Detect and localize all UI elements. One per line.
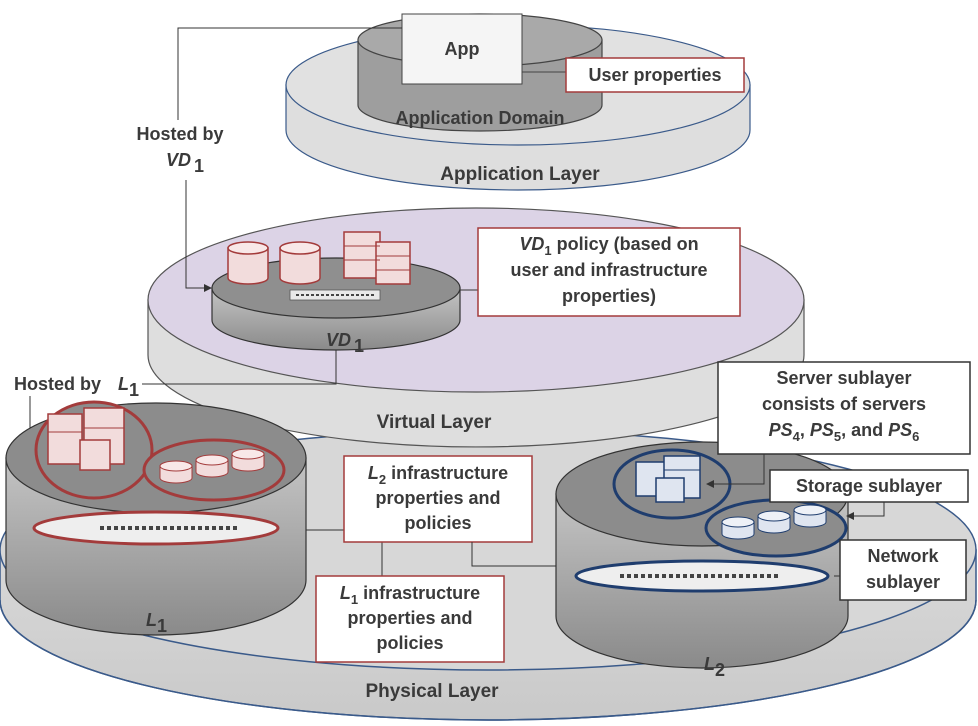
connector-l2-props bbox=[471, 542, 566, 567]
l1-server-sublayer bbox=[34, 400, 154, 500]
l1-props-line3: policies bbox=[376, 633, 443, 653]
l1-props-box bbox=[315, 575, 505, 663]
user-properties-label: User properties bbox=[588, 65, 721, 85]
l2-network-sublayer bbox=[574, 559, 830, 593]
svg-text:Hosted by: Hosted by bbox=[14, 374, 101, 394]
l2-props-line2: properties and bbox=[375, 488, 500, 508]
network-sublayer-line2: sublayer bbox=[866, 572, 940, 592]
virtual-layer-label: Virtual Layer bbox=[377, 412, 492, 433]
connector-storage-sublayer bbox=[852, 502, 885, 517]
vd1-policy-box bbox=[477, 227, 741, 317]
application-layer-label: Application Layer bbox=[440, 164, 600, 185]
vd1-policy-line3: properties) bbox=[562, 286, 656, 306]
arrow-head-vd1 bbox=[204, 284, 212, 292]
l2-var: L bbox=[704, 654, 715, 674]
server-sublayer-line2: consists of servers bbox=[762, 394, 926, 414]
svg-text:L: L bbox=[118, 374, 129, 394]
vd1-server-icons bbox=[343, 231, 411, 285]
user-properties-box bbox=[565, 57, 745, 93]
server-sublayer-line1: Server sublayer bbox=[776, 368, 911, 388]
l2-sub: 2 bbox=[715, 660, 725, 680]
storage-sublayer-box bbox=[769, 469, 969, 503]
vd1-policy-line1: VD1 policy (based on bbox=[519, 234, 698, 258]
connector-hosted-vd1-arrow bbox=[185, 180, 206, 289]
vd1-sub: 1 bbox=[354, 336, 364, 356]
l1-network-sublayer bbox=[32, 510, 280, 546]
hosted-by-vd1-label: Hosted by bbox=[136, 124, 223, 144]
l2-props-box bbox=[343, 455, 533, 543]
svg-text:1: 1 bbox=[129, 380, 139, 400]
storage-sublayer-label: Storage sublayer bbox=[796, 476, 942, 496]
l2-props-line3: policies bbox=[404, 513, 471, 533]
connector-server-sublayer bbox=[712, 454, 765, 485]
physical-layer-label: Physical Layer bbox=[365, 681, 499, 702]
l1-props-line2: properties and bbox=[347, 608, 472, 628]
arrow-head-server bbox=[706, 480, 714, 488]
server-sublayer-box bbox=[717, 361, 971, 455]
vd1-network-switch bbox=[289, 289, 381, 301]
hosted-by-vd1-var: VD bbox=[166, 150, 191, 170]
network-sublayer-line1: Network bbox=[867, 546, 939, 566]
vd1-storage-icons bbox=[227, 241, 321, 285]
hosted-by-vd1-sub: 1 bbox=[194, 156, 204, 176]
l2-props-line1: L2 infrastructure bbox=[368, 463, 508, 487]
l2-server-sublayer bbox=[612, 448, 732, 520]
vd1-var: VD bbox=[326, 330, 351, 350]
app-label: App bbox=[445, 39, 480, 59]
network-sublayer-box bbox=[839, 539, 967, 601]
hosted-by-l1-label: Hosted by L 1 bbox=[14, 374, 139, 400]
l1-sub: 1 bbox=[157, 616, 167, 636]
arrow-head-storage bbox=[846, 512, 854, 520]
l1-props-line1: L1 infrastructure bbox=[340, 583, 480, 607]
connector-app-to-vd1 bbox=[177, 27, 402, 120]
l1-var: L bbox=[146, 610, 157, 630]
connector-vd1-to-l1 bbox=[142, 350, 337, 385]
l2-storage-sublayer bbox=[704, 498, 848, 558]
l1-storage-sublayer bbox=[142, 438, 286, 502]
app-box bbox=[401, 13, 523, 85]
application-domain-label: Application Domain bbox=[395, 108, 564, 128]
server-sublayer-line3: PS4, PS5, and PS6 bbox=[769, 420, 920, 444]
vd1-policy-line2: user and infrastructure bbox=[510, 260, 707, 280]
